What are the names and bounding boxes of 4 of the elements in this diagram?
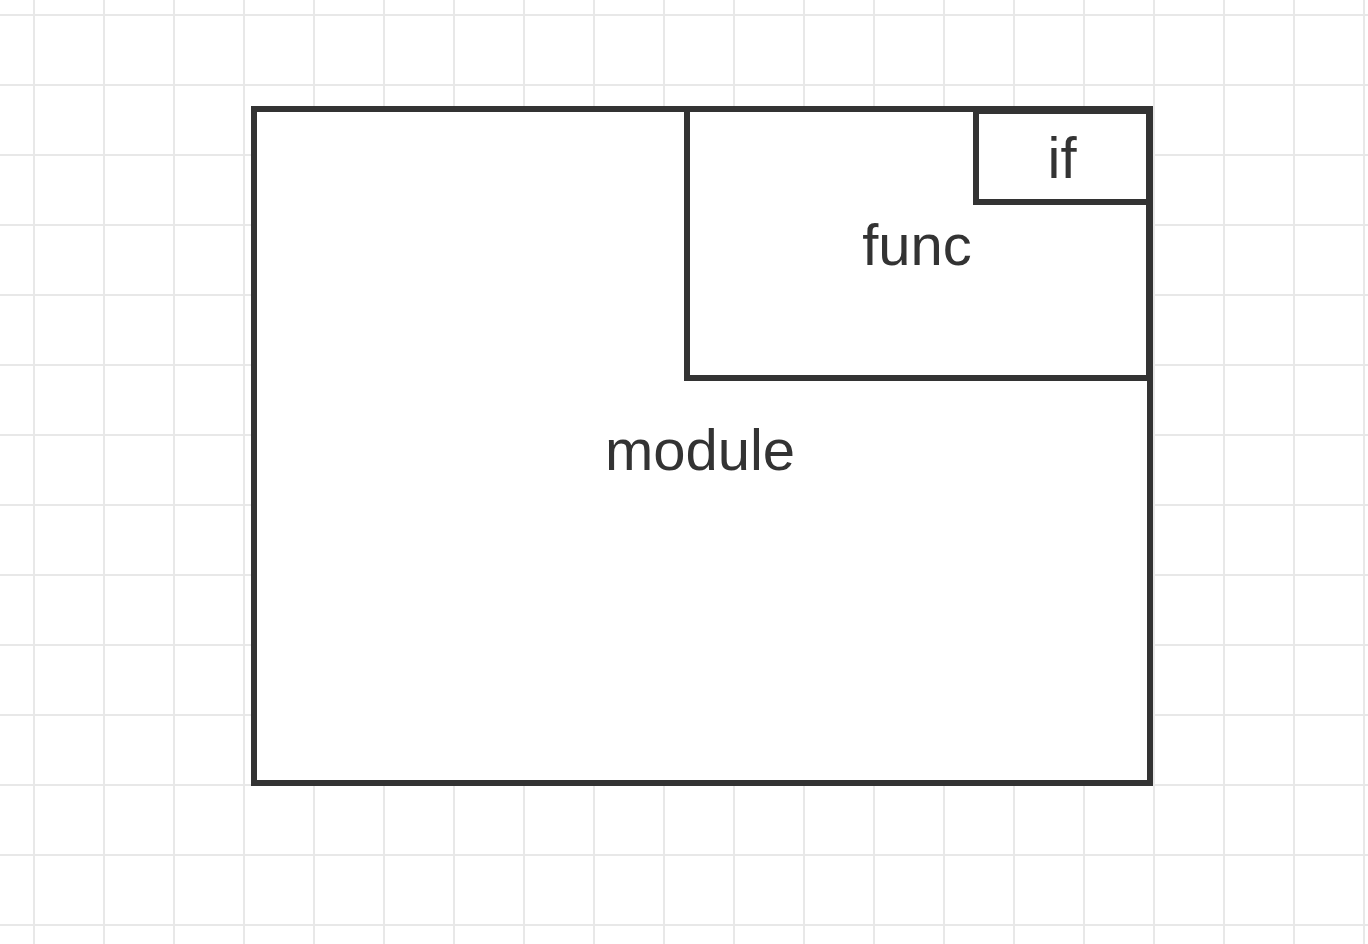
scope-label: if bbox=[1047, 129, 1077, 187]
scope-box bbox=[251, 106, 1153, 786]
scope-label: module bbox=[604, 421, 796, 479]
scope-label: func bbox=[862, 216, 972, 274]
